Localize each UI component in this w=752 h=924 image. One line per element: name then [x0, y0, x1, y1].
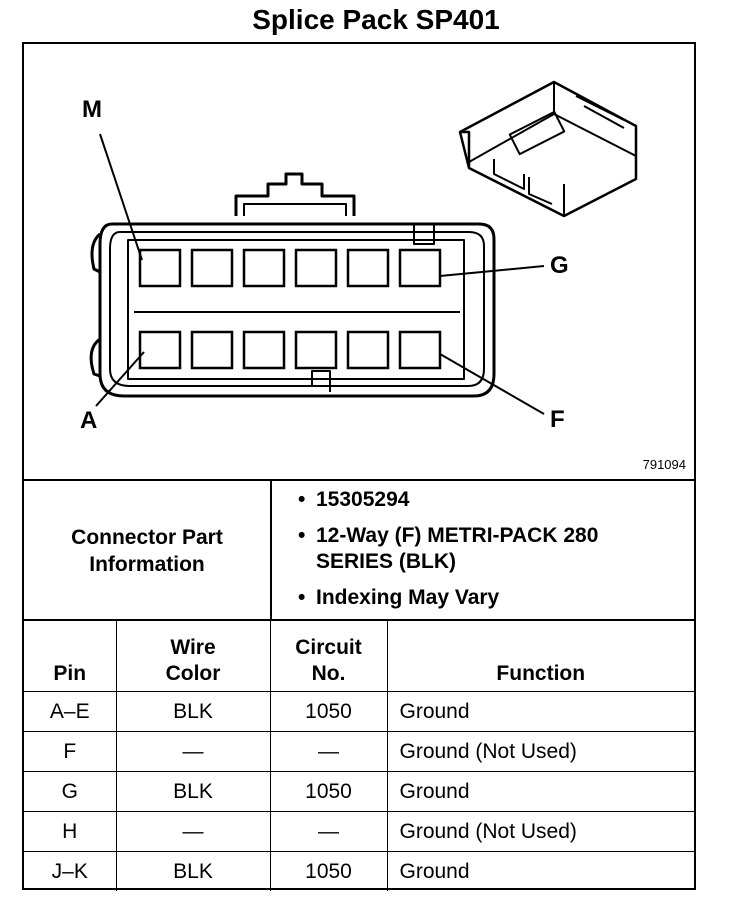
cell-function: Ground [386, 691, 694, 732]
cavity-a [138, 330, 182, 370]
connector-diagram: M A G F 791094 [24, 44, 694, 479]
pin-label-m: M [82, 96, 102, 123]
cavity-e [346, 330, 390, 370]
pin-label-f: F [550, 406, 565, 433]
cavity-b [190, 330, 234, 370]
cavity-f [398, 330, 442, 370]
cell-circuit: 1050 [269, 771, 388, 812]
cavity-m [138, 248, 182, 288]
cell-wire-color: BLK [115, 851, 271, 891]
cavity-d [294, 330, 338, 370]
table-row: F — — Ground (Not Used) [24, 731, 694, 772]
header-function: Function [386, 619, 694, 692]
cell-function: Ground (Not Used) [386, 811, 694, 852]
connector-info-section: Connector Part Information • 15305294 • … [24, 479, 694, 621]
header-circuit-no: Circuit No. [269, 619, 388, 692]
header-wire-color: Wire Color [115, 619, 271, 692]
connector-iso-thumbnail [458, 80, 638, 218]
pin-table-header: Pin Wire Color Circuit No. Function [24, 619, 694, 692]
cell-circuit: 1050 [269, 691, 388, 732]
cell-circuit: — [269, 811, 388, 852]
cell-pin: H [24, 811, 117, 852]
cavity-k [242, 248, 286, 288]
cavity-j [294, 248, 338, 288]
cell-pin: A–E [24, 691, 117, 732]
table-row: G BLK 1050 Ground [24, 771, 694, 812]
pin-label-g: G [550, 252, 569, 279]
leader-m [99, 133, 143, 261]
connector-face-drawing [89, 80, 638, 415]
table-row: H — — Ground (Not Used) [24, 811, 694, 852]
leader-a [95, 351, 145, 407]
cell-wire-color: — [115, 811, 271, 852]
cell-function: Ground (Not Used) [386, 731, 694, 772]
cell-pin: G [24, 771, 117, 812]
leader-g [439, 265, 545, 277]
bullet-icon: • [298, 524, 306, 547]
cell-function: Ground [386, 851, 694, 891]
cell-circuit: 1050 [269, 851, 388, 891]
header-pin: Pin [24, 619, 117, 692]
cavity-c [242, 330, 286, 370]
connector-info-heading-line2: Information [89, 553, 205, 576]
cell-wire-color: BLK [115, 771, 271, 812]
connector-info-heading-line1: Connector Part [71, 526, 223, 549]
pin-table: Pin Wire Color Circuit No. Function A–E … [24, 619, 694, 891]
cavity-g [398, 248, 442, 288]
connector-info-details: • 15305294 • 12-Way (F) METRI-PACK 280 S… [290, 487, 690, 621]
bullet-icon: • [298, 488, 306, 511]
cell-function: Ground [386, 771, 694, 812]
table-row: A–E BLK 1050 Ground [24, 691, 694, 732]
info-bullet-connector-type: • 12-Way (F) METRI-PACK 280 SERIES (BLK) [298, 524, 599, 573]
info-bullet-part-number: • 15305294 [298, 488, 410, 511]
info-bullet-indexing: • Indexing May Vary [298, 586, 500, 609]
cell-wire-color: BLK [115, 691, 271, 732]
cell-wire-color: — [115, 731, 271, 772]
cavity-l [190, 248, 234, 288]
cell-pin: J–K [24, 851, 117, 891]
bullet-icon: • [298, 586, 306, 609]
cell-pin: F [24, 731, 117, 772]
connector-info-heading: Connector Part Information [24, 481, 272, 621]
page-title: Splice Pack SP401 [252, 4, 500, 35]
pin-label-a: A [80, 407, 98, 434]
leader-f [439, 353, 545, 415]
cavity-h [346, 248, 390, 288]
figure-number: 791094 [642, 457, 686, 472]
table-row: J–K BLK 1050 Ground [24, 851, 694, 891]
cell-circuit: — [269, 731, 388, 772]
connector-sheet: M A G F 791094 Connector Part Informatio… [22, 42, 696, 891]
